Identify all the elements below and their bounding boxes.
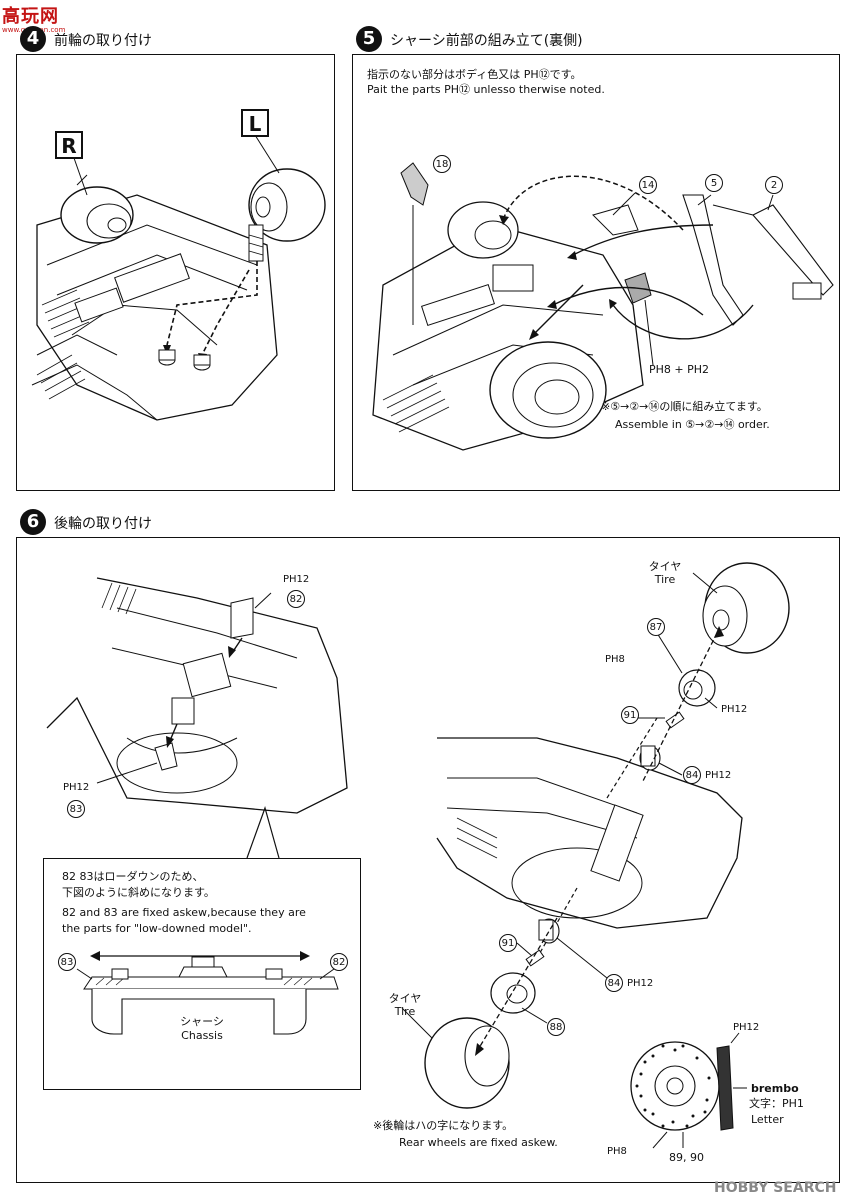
part-88-callout: 88: [547, 1018, 565, 1036]
part-82-callout: 82: [287, 590, 305, 608]
step4-drawing: [31, 134, 326, 421]
rear-wheel-note-en: Rear wheels are fixed askew.: [399, 1136, 558, 1149]
tire-label-en: Tire: [654, 573, 676, 586]
low-down-note-box: 82 83はローダウンのため、 下図のように斜めになります。 82 and 83…: [43, 858, 361, 1090]
askew-detail-drawing: [76, 951, 339, 1035]
step5-title: シャーシ前部の組み立て(裏側): [390, 33, 583, 49]
step5-note-en: Pait the parts PH⑫ unlesso therwise note…: [367, 83, 605, 96]
brembo-label: brembo: [751, 1082, 799, 1095]
letter-color-en: Letter: [751, 1113, 784, 1126]
ref-83: PH12: [63, 782, 90, 793]
note-jp-line2: 下図のように斜めになります。: [62, 886, 215, 899]
ref-87b: PH12: [721, 704, 748, 715]
part-14-callout: 14: [639, 176, 657, 194]
tire2-label-jp: タイヤ: [388, 992, 422, 1005]
part-5-callout: 5: [705, 174, 723, 192]
step6-drawing: [46, 562, 790, 1149]
step5-color-ref: PH8 + PH2: [649, 363, 710, 376]
brake-caliper-ref: PH12: [733, 1022, 760, 1033]
watermark-logo-bottom: HOBBY SEARCH: [714, 1180, 836, 1196]
ref-82: PH12: [283, 574, 310, 585]
detail-83-callout: 83: [58, 953, 76, 971]
step4-panel: R L: [16, 54, 335, 491]
rear-wheel-note-jp: ※後輪はハの字になります。: [373, 1119, 514, 1132]
note-jp-line1: 82 83はローダウンのため、: [62, 870, 204, 883]
part-91b-callout: 91: [499, 934, 517, 952]
disc-parts-callout: 89, 90: [669, 1151, 704, 1164]
part-91-callout: 91: [621, 706, 639, 724]
part-18-callout: 18: [433, 155, 451, 173]
step5-note-jp: 指示のない部分はボディ色又は PH⑫です。: [367, 68, 582, 81]
note-en-line2: the parts for "low-downed model".: [62, 922, 252, 935]
step6-title: 後輪の取り付け: [54, 516, 152, 532]
step5-drawing: [372, 162, 834, 451]
letter-color-jp: 文字：PH1: [749, 1097, 804, 1110]
step5-order-jp: ※⑤→②→⑭の順に組み立てます。: [601, 400, 768, 413]
step4-title: 前輪の取り付け: [54, 33, 152, 49]
ref-84b: PH12: [627, 978, 654, 989]
label-r: R: [55, 131, 83, 159]
label-l: L: [241, 109, 269, 137]
step5-order-en: Assemble in ⑤→②→⑭ order.: [615, 418, 770, 431]
part-2-callout: 2: [765, 176, 783, 194]
step6-panel: PH12 82 PH12 83 82 83はローダウンのため、 下図のように斜め…: [16, 537, 840, 1183]
chassis-label-en: Chassis: [181, 1029, 223, 1042]
ref-84: PH12: [705, 770, 732, 781]
watermark-text: 高玩网: [2, 6, 59, 27]
step5-number: 5: [356, 26, 382, 52]
disc-color-ref: PH8: [607, 1146, 627, 1157]
part-84-callout: 84: [683, 766, 701, 784]
note-en-line1: 82 and 83 are fixed askew,because they a…: [62, 906, 306, 919]
tire2-label-en: Tire: [394, 1005, 416, 1018]
tire-label-jp: タイヤ: [648, 560, 682, 573]
part-83-callout: 83: [67, 800, 85, 818]
part-87-callout: 87: [647, 618, 665, 636]
watermark-bottom-text: HOBBY SEARCH: [714, 1180, 837, 1196]
part-84b-callout: 84: [605, 974, 623, 992]
detail-82-callout: 82: [330, 953, 348, 971]
chassis-label-jp: シャーシ: [180, 1015, 224, 1028]
step6-number: 6: [20, 509, 46, 535]
ref-87: PH8: [605, 654, 625, 665]
step4-number: 4: [20, 26, 46, 52]
step5-panel: 指示のない部分はボディ色又は PH⑫です。 Pait the parts PH⑫…: [352, 54, 840, 491]
